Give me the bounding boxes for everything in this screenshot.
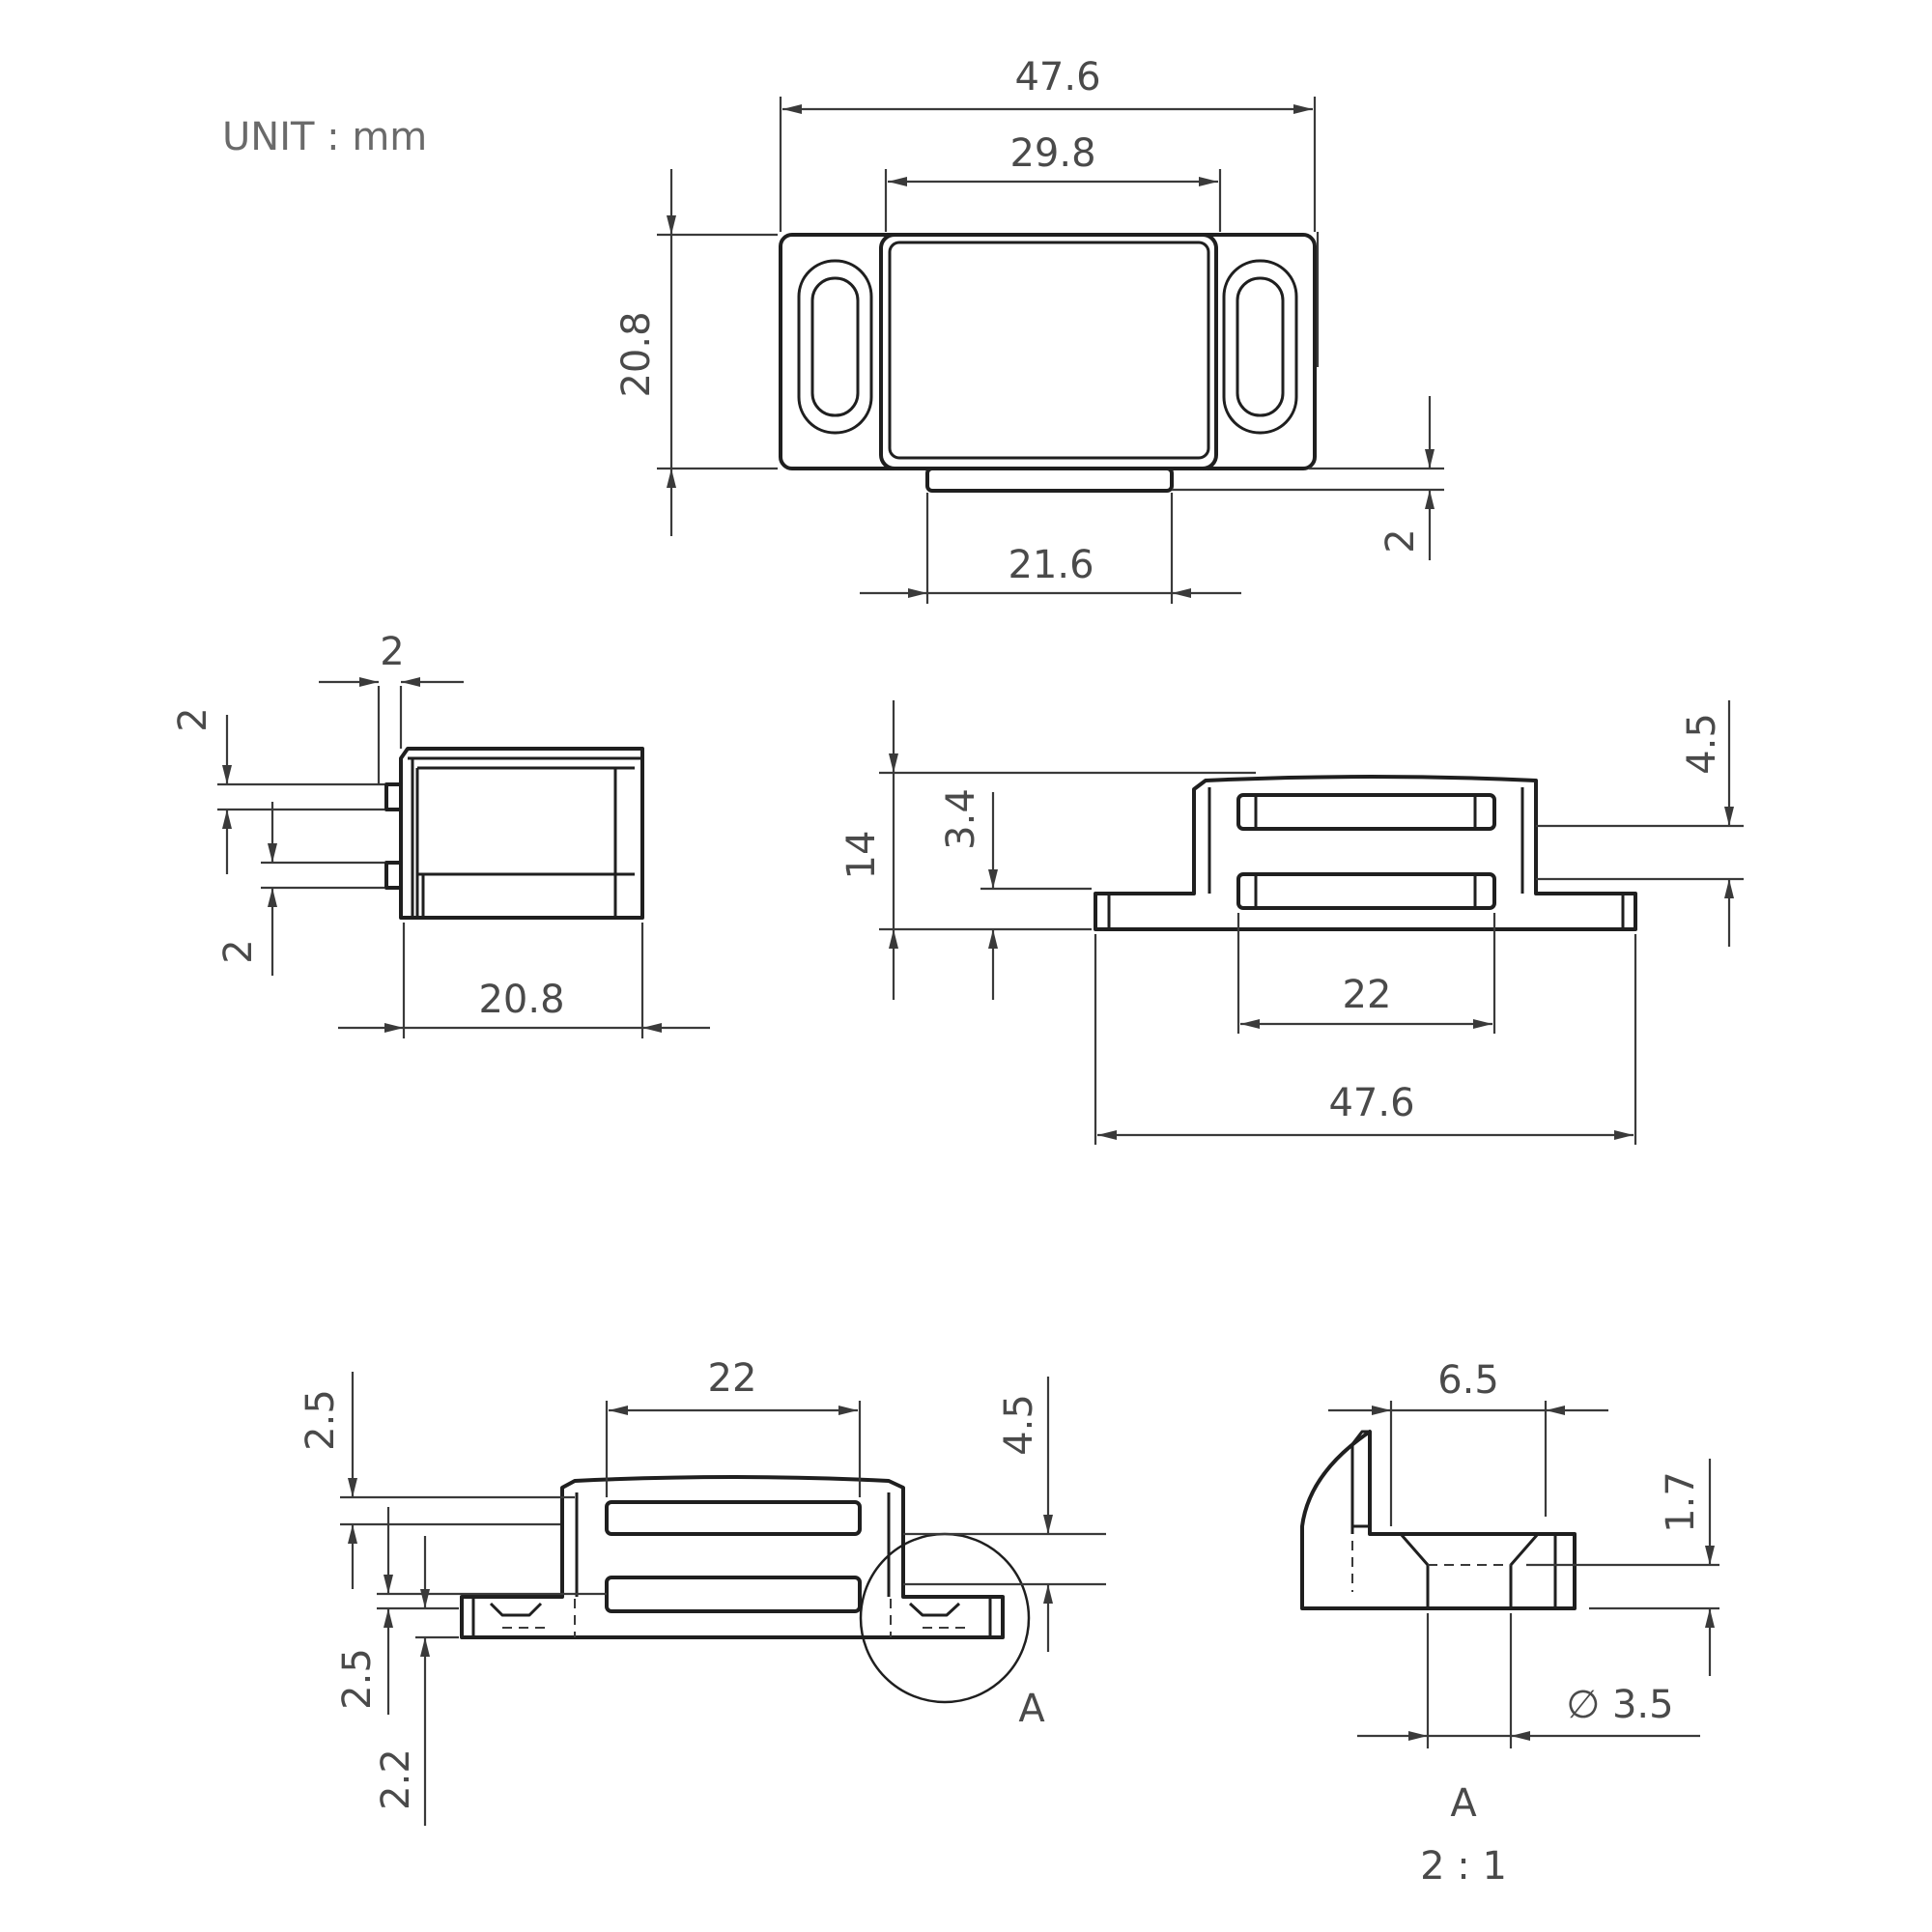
section-right-offset-label: 4.5	[997, 1394, 1041, 1456]
section-view: A 22 2.5 2.5 2.2 4.5	[298, 1356, 1106, 1826]
front-slot-gap-label: 3.4	[939, 788, 983, 850]
side-pin-top	[384, 782, 403, 811]
section-detail-label: A	[1018, 1687, 1045, 1731]
side-pin-bottom-label: 2	[216, 939, 261, 963]
section-top-offset-label: 2.5	[298, 1389, 343, 1451]
detail-view: 6.5 1.7 ∅ 3.5 A 2 : 1	[1300, 1358, 1719, 1889]
front-magnet-bottom	[1236, 872, 1496, 910]
detail-scale-label: 2 : 1	[1420, 1844, 1507, 1889]
front-magnet-length-label: 22	[1343, 973, 1392, 1017]
detail-hole-diameter-label: ∅ 3.5	[1566, 1683, 1673, 1727]
section-bottom-offset-label: 2.5	[335, 1648, 380, 1710]
top-body-width-label: 29.8	[1009, 131, 1095, 176]
left-slot-inner	[810, 276, 860, 417]
right-slot-outer	[1222, 259, 1298, 435]
left-slot-outer	[797, 259, 873, 435]
section-outline	[460, 1475, 1005, 1639]
magnet-body-outline	[879, 233, 1218, 470]
right-slot-inner	[1236, 276, 1285, 417]
side-pin-width-label: 2	[380, 630, 404, 674]
detail-view-label: A	[1450, 1781, 1477, 1826]
section-base-thickness-label: 2.2	[374, 1748, 418, 1810]
top-overall-width-label: 47.6	[1014, 55, 1100, 99]
front-overall-width-label: 47.6	[1328, 1081, 1414, 1125]
front-view: 14 3.4 4.5 22 47.6	[839, 700, 1744, 1145]
top-strip-offset-label: 2	[1378, 528, 1423, 553]
front-magnet-top	[1236, 793, 1496, 831]
section-magnet-length-label: 22	[708, 1356, 757, 1401]
detail-outline	[1300, 1430, 1577, 1610]
top-strip-width-label: 21.6	[1008, 543, 1094, 587]
magnet-body-inner	[888, 241, 1210, 460]
section-magnet-top	[605, 1500, 862, 1536]
side-depth-label: 20.8	[478, 978, 564, 1022]
detail-counterbore-label: 6.5	[1437, 1358, 1499, 1403]
contact-strip	[925, 467, 1174, 493]
side-pin-top-label: 2	[171, 707, 215, 731]
section-magnet-bottom	[605, 1576, 862, 1613]
side-view: 2 2 2 20.8	[171, 630, 710, 1038]
detail-lip-label: 1.7	[1659, 1471, 1703, 1533]
side-body-outline	[399, 747, 644, 920]
front-outline	[1094, 775, 1637, 931]
side-pin-bottom	[384, 861, 403, 890]
front-height-label: 14	[839, 831, 884, 880]
front-top-offset-label: 4.5	[1680, 713, 1724, 775]
top-view: 47.6 29.8 20.8 21.6 2	[614, 55, 1444, 604]
unit-label: UNIT : mm	[222, 115, 427, 159]
top-height-label: 20.8	[614, 311, 659, 397]
